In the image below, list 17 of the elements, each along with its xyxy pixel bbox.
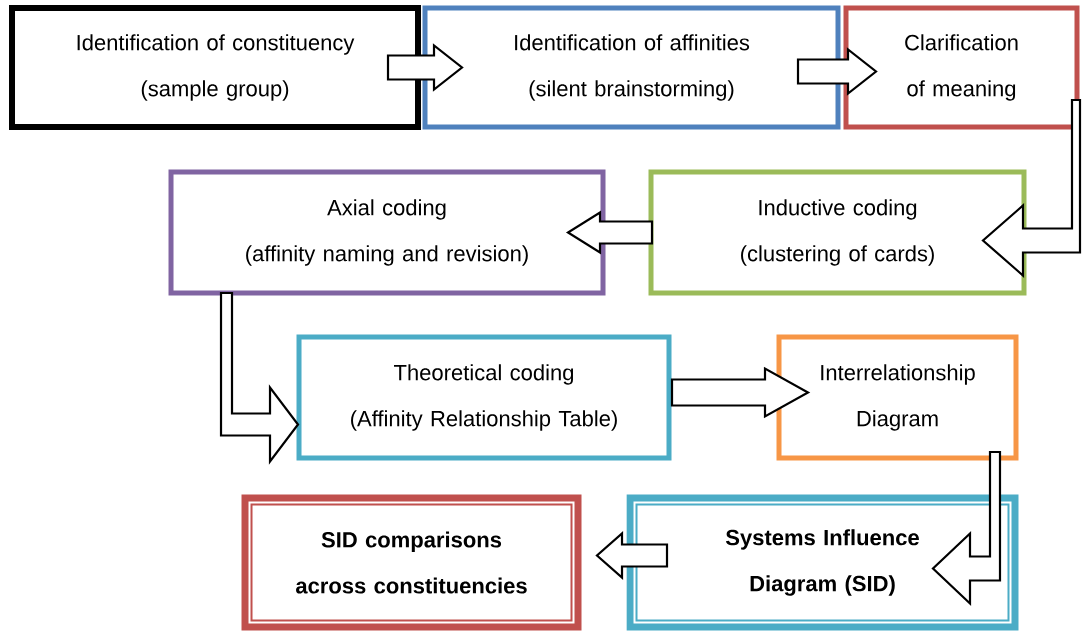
block-arrow — [931, 450, 1002, 607]
process-box: SID comparisons across constituencies — [241, 494, 582, 631]
block-arrow — [981, 98, 1082, 278]
block-arrow — [796, 47, 878, 96]
block-arrow — [595, 531, 669, 580]
block-arrow — [670, 366, 811, 419]
block-arrow — [386, 43, 464, 92]
process-box: Systems Influence Diagram (SID) — [626, 494, 1019, 631]
process-box: Identification of affinities (silent brainstorming) — [422, 5, 841, 130]
process-box: Theoretical coding (Affinity Relationship Table) — [296, 334, 672, 461]
process-box: Inductive coding (clustering of cards) — [648, 169, 1027, 296]
process-box: Axial coding (affinity naming and revision) — [168, 169, 606, 296]
process-box: Interrelationship Diagram — [776, 334, 1019, 461]
block-arrow — [219, 291, 300, 465]
process-box: Clarification of meaning — [843, 5, 1080, 130]
block-arrow — [565, 210, 654, 255]
process-box: Identification of constituency (sample group) — [9, 5, 421, 130]
